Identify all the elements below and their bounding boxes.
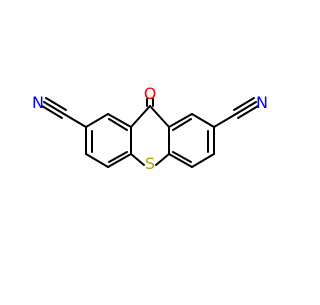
bond-left-to-sulfur xyxy=(130,153,145,166)
triple-bond-right-top xyxy=(233,97,255,111)
double-bond-left-ring-a xyxy=(108,118,128,131)
triple-bond-left-mid xyxy=(43,101,65,115)
molecule-structure: O S xyxy=(32,84,268,173)
double-bond-right-ring-a xyxy=(172,118,192,131)
bond-left-cyano-carbon xyxy=(63,113,87,128)
triple-bond-right-mid xyxy=(235,101,257,115)
bond-left-ring-2 xyxy=(85,113,109,128)
bond-left-ring-4 xyxy=(85,153,109,168)
bond-left-ring-5 xyxy=(107,153,132,168)
bond-right-cyano-carbon xyxy=(213,113,237,128)
bond-right-ring-4 xyxy=(191,153,215,168)
central-ring-bonds xyxy=(130,105,170,166)
left-aromatic-ring xyxy=(85,113,132,168)
right-nitrile-group: N xyxy=(213,93,268,128)
triple-bond-right-bottom xyxy=(237,105,259,119)
bond-right-ring-2 xyxy=(191,113,215,128)
bond-sulfur-to-right xyxy=(155,153,170,166)
molecule-canvas: O S xyxy=(32,84,268,173)
bond-carbonyl-right xyxy=(149,105,170,128)
bond-right-ring-1 xyxy=(168,113,193,128)
sulfur-label: S xyxy=(145,154,155,173)
bond-left-ring-1 xyxy=(107,113,132,128)
nitrogen-left-label: N xyxy=(32,93,44,112)
left-nitrile-group: N xyxy=(32,93,87,128)
nitrogen-right-label: N xyxy=(256,93,268,112)
triple-bond-left-top xyxy=(45,97,67,111)
right-aromatic-ring xyxy=(168,113,215,168)
double-bond-right-ring-c xyxy=(172,151,192,163)
bond-carbonyl-left xyxy=(130,105,151,128)
oxygen-label: O xyxy=(144,84,157,103)
double-bond-left-ring-c xyxy=(108,151,128,163)
triple-bond-left-bottom xyxy=(41,105,63,119)
bond-right-ring-5 xyxy=(168,153,193,168)
carbonyl-group: O xyxy=(144,84,157,107)
